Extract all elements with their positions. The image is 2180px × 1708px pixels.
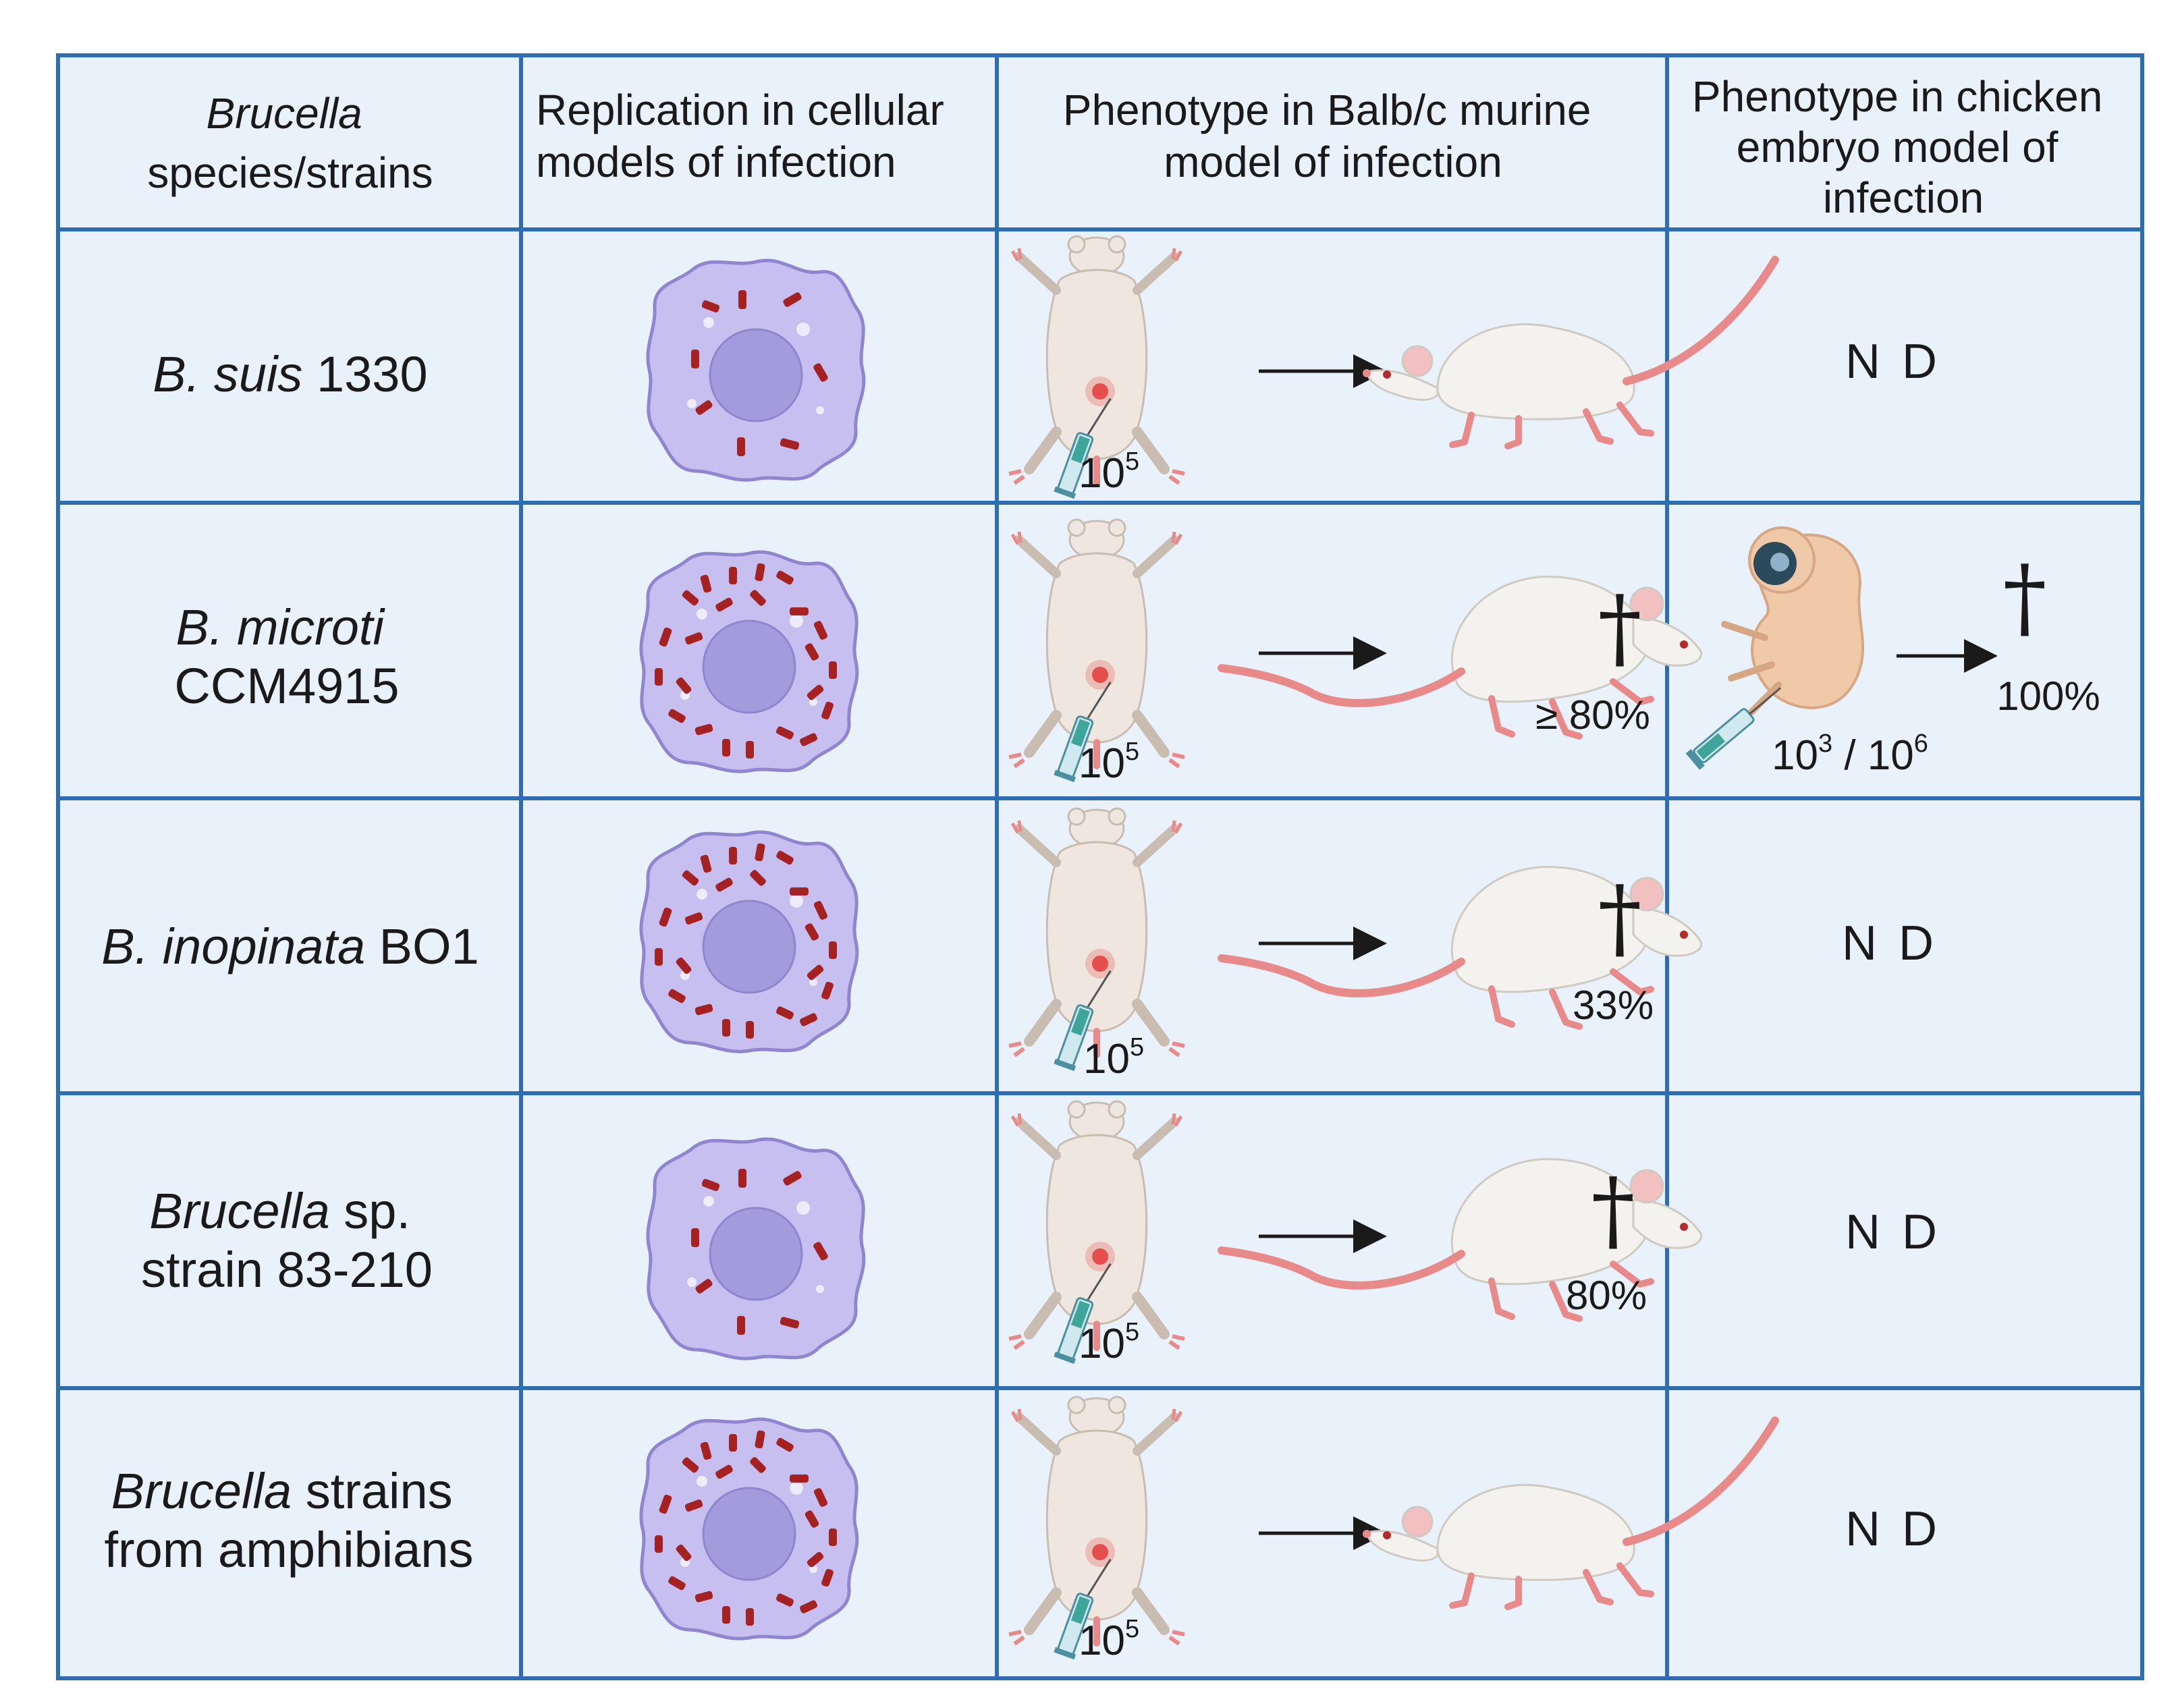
header-replication-line2: models of infection [536, 138, 896, 186]
mouse-dose: 105 [1079, 738, 1139, 787]
table-row: Brucella sp. strain 83-210 105 † 80% N D [141, 1101, 1941, 1367]
svg-text:Phenotype in chicken emb: Phenotype in chicken embryo model of inf… [1692, 72, 2115, 222]
chicken-result: N D [1842, 916, 1938, 970]
infected-cell-low-replication [648, 260, 864, 480]
header-species-line2: species/strains [147, 148, 433, 197]
header-species-line1: Brucella [207, 89, 362, 138]
chicken-result: N D [1845, 1205, 1941, 1259]
infected-cell-high-replication [641, 832, 857, 1051]
table-row: B. inopinata BO1 105 † 33% N D [101, 808, 1938, 1082]
svg-text:Replication in cellular: Replication in cellular models of infect… [536, 86, 956, 186]
header-replication-line1: Replication in cellular [536, 86, 944, 134]
infected-cell-high-replication [641, 1419, 857, 1638]
infected-cell-low-replication [648, 1139, 864, 1358]
death-cross-icon: † [1591, 1159, 1635, 1261]
mouse-dose: 105 [1083, 1033, 1144, 1082]
table-row: Brucella strains from amphibians 105 N D [104, 1397, 1941, 1664]
svg-text:Phenotype in Balb/c murine: Phenotype in Balb/c murine model of infe… [1063, 86, 1603, 186]
mouse-dose: 105 [1079, 1615, 1139, 1664]
species-label: B. microti CCM4915 [174, 599, 399, 714]
header-murine-line2: model of infection [1164, 138, 1502, 186]
death-cross-icon: † [1598, 576, 1642, 679]
mouse-dose: 105 [1079, 1318, 1139, 1367]
mouse-mortality: 33% [1573, 983, 1654, 1028]
chicken-mortality: 100% [1996, 673, 2100, 719]
species-label: Brucella sp. strain 83-210 [141, 1183, 433, 1298]
table-grid [56, 53, 2144, 1680]
death-cross-icon: † [2003, 546, 2047, 649]
table-row: B. microti CCM4915 105 † ≥ 80% 103 / 106… [174, 520, 2100, 787]
death-cross-icon: † [1598, 866, 1642, 969]
species-label: Brucella strains from amphibians [104, 1463, 473, 1578]
svg-text:Brucella species/strains: Brucella species/strains [147, 89, 433, 197]
chicken-embryo-icon [1685, 526, 1865, 770]
table-row: B. suis 1330 105 N D [153, 236, 1941, 499]
mouse-mortality: 80% [1566, 1273, 1647, 1318]
chicken-result: N D [1845, 335, 1941, 389]
mouse-dose: 105 [1079, 447, 1139, 497]
chicken-dose: 103 / 106 [1772, 729, 1928, 779]
infected-cell-high-replication [641, 552, 857, 771]
header-chicken-line3: infection [1823, 173, 1984, 222]
header-chicken-line1: Phenotype in chicken [1692, 72, 2102, 121]
species-label: B. inopinata BO1 [101, 918, 479, 974]
mouse-mortality: ≥ 80% [1535, 692, 1650, 738]
header-chicken-line2: embryo model of [1737, 123, 2059, 171]
header-row: Brucella species/strains Replication in … [147, 72, 2115, 222]
species-label: B. suis 1330 [153, 346, 427, 402]
chicken-result: N D [1845, 1502, 1941, 1556]
header-murine-line1: Phenotype in Balb/c murine [1063, 86, 1591, 134]
